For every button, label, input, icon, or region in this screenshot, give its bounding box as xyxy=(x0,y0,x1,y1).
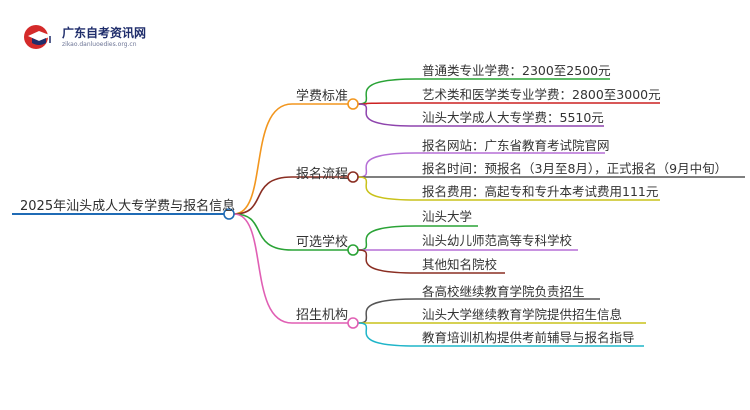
leaf-label: 普通类专业学费：2300至2500元 xyxy=(422,63,611,78)
brand-name: 广东自考资讯网 xyxy=(62,26,147,40)
branch-connector xyxy=(233,213,293,324)
leaf-connector xyxy=(357,298,417,324)
leaf-connector xyxy=(357,322,417,347)
brand-logo: 广东自考资讯网 zikao.danluoedies.org.cn xyxy=(22,20,212,60)
leaf-label: 汕头大学成人大专学费：5510元 xyxy=(422,110,604,125)
leaf-label: 艺术类和医学类专业学费：2800至3000元 xyxy=(422,87,661,102)
branch-connector xyxy=(233,213,293,251)
branch-node xyxy=(347,171,359,183)
leaf-label: 报名时间：预报名（3月至8月），正式报名（9月中旬） xyxy=(422,161,728,176)
branch-label-registration: 报名流程 xyxy=(296,167,349,182)
leaf-connector xyxy=(357,225,417,251)
leaf-label: 报名费用：高起专和专升本考试费用111元 xyxy=(422,184,659,199)
leaf-label: 报名网站：广东省教育考试院官网 xyxy=(422,138,610,153)
leaf-connector xyxy=(357,176,417,201)
branch-label-schools: 可选学校 xyxy=(296,235,349,250)
leaf-connector xyxy=(357,78,417,105)
leaf-label: 各高校继续教育学院负责招生 xyxy=(422,284,585,299)
leaf-connector xyxy=(357,103,417,127)
branch-connector xyxy=(233,103,293,215)
leaf-connector xyxy=(357,152,417,178)
leaf-label: 汕头大学继续教育学院提供招生信息 xyxy=(422,307,623,322)
branch-label-tuition: 学费标准 xyxy=(296,89,349,104)
brand-url: zikao.danluoedies.org.cn xyxy=(62,41,137,48)
root-topic-label: 2025年汕头成人大专学费与报名信息 xyxy=(20,199,236,214)
branch-node xyxy=(347,244,359,256)
leaf-label: 其他知名院校 xyxy=(422,257,498,272)
graduation-cap-icon xyxy=(24,25,52,49)
root-node xyxy=(223,208,235,220)
leaf-connector xyxy=(357,102,417,105)
leaf-label: 教育培训机构提供考前辅导与报名指导 xyxy=(422,330,635,345)
branch-connector xyxy=(233,176,293,215)
leaf-label: 汕头幼儿师范高等专科学校 xyxy=(422,233,573,248)
branch-label-institutions: 招生机构 xyxy=(296,308,349,323)
leaf-label: 汕头大学 xyxy=(422,209,473,224)
branch-node xyxy=(347,317,359,329)
leaf-connector xyxy=(357,249,417,274)
branch-node xyxy=(347,98,359,110)
